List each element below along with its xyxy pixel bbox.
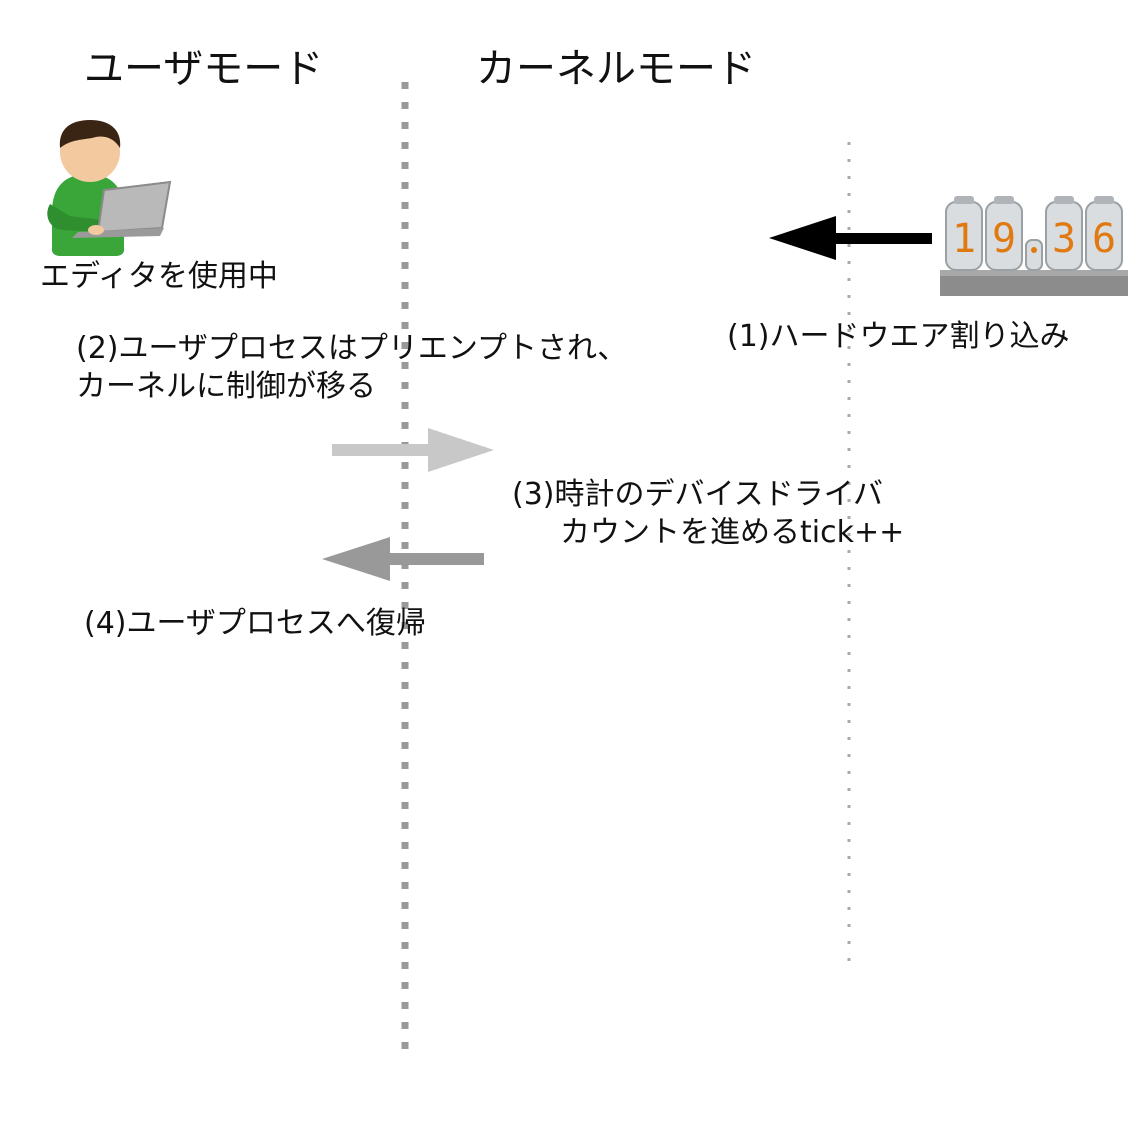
step3-label-line2: カウントを進めるtick++ xyxy=(560,515,905,550)
clock-digit-3: 3 xyxy=(1052,216,1076,262)
clock-digit-4: 6 xyxy=(1092,216,1116,262)
clock-digit-2: 9 xyxy=(992,216,1016,262)
step2-label-line2: カーネルに制御が移る xyxy=(76,369,376,404)
clock-digit-1: 1 xyxy=(952,216,976,262)
step4-label: (4)ユーザプロセスへ復帰 xyxy=(84,606,426,641)
nixie-tube-clock-icon: 1 9 3 6 xyxy=(940,196,1128,296)
interrupt-arrow xyxy=(769,216,932,260)
editor-label: エディタを使用中 xyxy=(40,259,278,294)
person-with-laptop-icon xyxy=(47,120,172,256)
return-arrow xyxy=(322,537,484,581)
kernel-mode-heading: カーネルモード xyxy=(476,46,756,92)
step3-label-line1: (3)時計のデバイスドライバ xyxy=(512,477,883,512)
step1-label: (1)ハードウエア割り込み xyxy=(727,319,1070,354)
step2-label-line1: (2)ユーザプロセスはプリエンプトされ、 xyxy=(76,331,628,366)
preempt-arrow xyxy=(332,428,494,472)
user-mode-heading: ユーザモード xyxy=(84,46,324,92)
